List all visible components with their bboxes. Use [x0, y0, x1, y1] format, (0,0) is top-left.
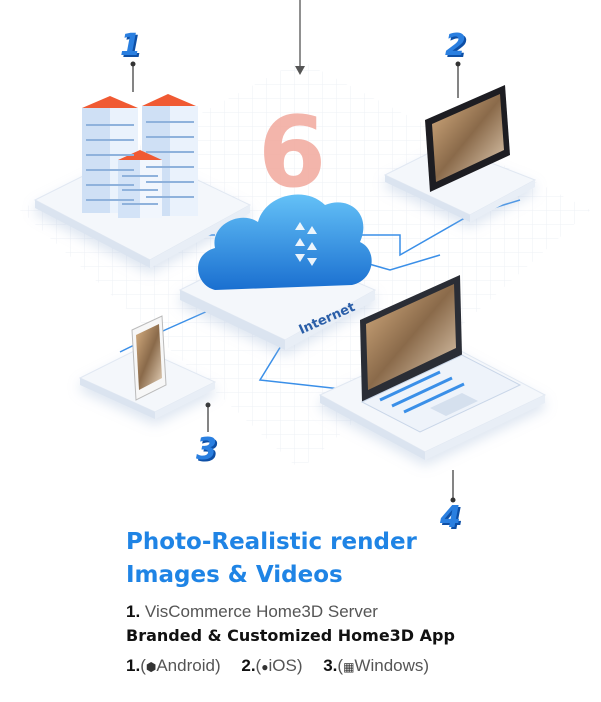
tablet-icon — [425, 85, 510, 192]
center-number-6: 6 — [258, 96, 327, 210]
item-1-number: 1. — [126, 602, 141, 621]
platform-list: 1.(⬢Android) 2.(●iOS) 3.(▦Windows) — [126, 656, 445, 676]
title-line-1: Photo-Realistic render — [126, 529, 417, 555]
step-number-2: 2 — [445, 28, 466, 63]
section-title: Photo-Realistic render Images & Videos — [126, 526, 417, 592]
laptop-icon — [360, 275, 522, 433]
number-pointers — [132, 64, 459, 500]
apple-icon: ● — [261, 660, 269, 674]
step-number-1: 1 — [120, 28, 141, 63]
item-1: 1. VisCommerce Home3D Server — [126, 602, 378, 622]
top-arrow-head — [295, 66, 305, 75]
title-line-2: Images & Videos — [126, 562, 343, 588]
platform-android: 1.(⬢Android) — [126, 656, 221, 675]
step-number-3: 3 — [196, 432, 217, 467]
platform-windows: 3.(▦Windows) — [323, 656, 430, 675]
windows-icon: ▦ — [343, 660, 355, 674]
cloud-icon — [198, 194, 372, 290]
server-rack-icon — [82, 94, 198, 218]
tablet-platform — [383, 144, 537, 222]
android-icon: ⬢ — [145, 660, 157, 674]
item-1-text: VisCommerce Home3D Server — [144, 602, 378, 621]
item-2: Branded & Customized Home3D App — [126, 626, 455, 645]
step-number-4: 4 — [440, 500, 461, 535]
phone-icon — [131, 315, 167, 401]
platform-ios: 2.(●iOS) — [241, 656, 303, 675]
